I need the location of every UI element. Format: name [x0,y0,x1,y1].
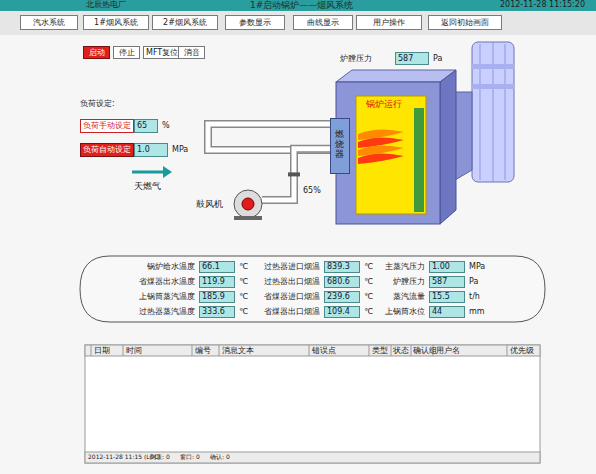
nav-tab: 用户操作 [356,15,422,30]
param-name: 上锅筒水位 [385,308,425,316]
param-unit: ℃ [239,263,248,271]
param-value: 587 [429,276,465,288]
mft-reset-button: MFT复位 [143,46,181,59]
param-name: 上锅筒蒸汽温度 [139,293,195,301]
value-field: 1.0 [134,143,168,157]
node-text: 燃烧器 [335,130,344,160]
param-value: 839.3 [324,261,360,273]
column-header: 类型 [372,347,388,355]
param-unit: t/h [469,293,480,301]
burner-box: 燃烧器 [330,118,350,174]
plant-name: 北辰热电厂 [86,1,126,9]
node-text: 锅炉运行 [366,100,402,109]
clock: 2012-11-28 11:15:20 [500,1,585,9]
data-panel [80,256,545,322]
param-name: 锅炉给水温度 [147,263,195,271]
column-header: 编号 [195,347,211,355]
param-name: 省煤器进口烟温 [264,293,320,301]
value-field: 587 [395,52,429,65]
silence-button: 消音 [178,46,205,59]
node-text: 鼓风机 [196,200,223,209]
stop-button: 停止 [113,46,140,59]
param-value: 239.6 [324,291,360,303]
param-unit: ℃ [364,308,373,316]
duct-outline [262,149,330,200]
param-value: 66.1 [199,261,235,273]
unit-label: Pa [433,55,442,63]
param-unit: ℃ [239,278,248,286]
param-name: 炉膛压力 [393,278,425,286]
param-value: 109.4 [324,306,360,318]
gas-arrow [132,166,172,178]
column-header: 状态 [393,347,409,355]
param-name: 过热器进口烟温 [264,263,320,271]
param-value: 1.00 [429,261,465,273]
column-header: 日期 [94,347,110,355]
flue-duct [455,92,472,180]
param-unit: MPa [469,263,485,271]
damper-opening: 65% [302,186,322,196]
nav-tab: 汽水系统 [20,15,78,30]
nav-tab: 1#烟风系统 [83,15,149,30]
param-name: 主蒸汽压力 [385,263,425,271]
screen-title: 1#启动锅炉——烟风系统 [250,1,353,10]
column-header: 优先级 [510,347,534,355]
param-name: 过热器出口烟温 [264,278,320,286]
tab-bar [0,11,596,35]
column-header: 时间 [126,347,142,355]
alarm-table [85,345,540,463]
param-value: 185.9 [199,291,235,303]
param-value: 680.6 [324,276,360,288]
start-button: 启动 [83,46,110,59]
column-header: 确认组 [413,347,437,355]
boiler-furnace: 锅炉运行燃烧器 [330,68,458,226]
title-band [0,0,596,11]
param-unit: ℃ [364,278,373,286]
column-header: 消息文本 [222,347,254,355]
param-unit: ℃ [239,308,248,316]
param-unit: ℃ [364,263,373,271]
param-name: 蒸汽流量 [393,293,425,301]
param-unit: Pa [469,278,478,286]
section-label: 负荷设定: [80,100,115,108]
param-name: 省煤器出口烟温 [264,308,320,316]
param-name: 省煤器出水温度 [139,278,195,286]
status-text: 确认: 0 [210,454,230,460]
column-header: 错误点 [312,347,336,355]
air-duct [262,149,330,200]
param-unit: mm [469,308,485,316]
param-value: 44 [429,306,465,318]
medium-label: 天燃气 [134,182,161,191]
auto-load-button: 负荷自动设定 [80,143,134,157]
param-unit: ℃ [239,293,248,301]
unit-label: % [162,122,170,130]
nav-tab: 2#烟风系统 [152,15,218,30]
chimney [472,42,514,182]
param-name: 过热器蒸汽温度 [139,308,195,316]
unit-label: MPa [172,146,188,154]
duct-inner [262,149,330,200]
nav-tab: 参数显示 [225,15,285,30]
nav-tab: 曲线显示 [293,15,353,30]
status-text: 2012-11-28 11:15 (LOC) [88,454,161,460]
param-value: 333.6 [199,306,235,318]
damper [288,172,300,176]
status-text: 窗口: 0 [180,454,200,460]
nav-tab: 返回初始画面 [428,15,502,30]
manual-load-button: 负荷手动设定 [80,119,134,133]
column-header: 用户名 [436,347,460,355]
status-text: 列表: 0 [150,454,170,460]
value-field: 65 [134,119,158,133]
blower-fan: 鼓风机 [194,188,266,220]
param-unit: ℃ [364,293,373,301]
param-value: 15.5 [429,291,465,303]
param-value: 119.9 [199,276,235,288]
field-label: 炉膛压力 [340,55,372,63]
